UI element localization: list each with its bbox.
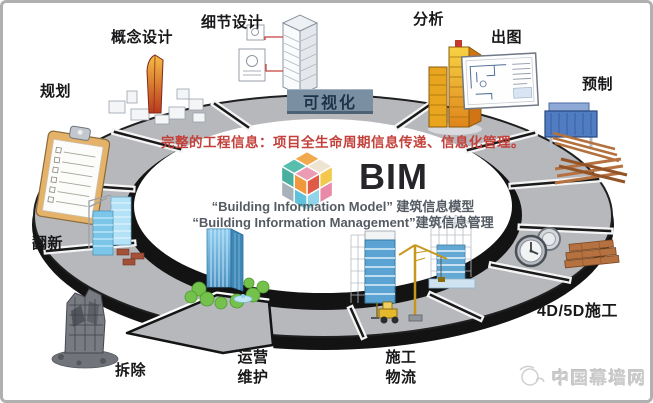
stage-label-concept-design: 概念设计 <box>111 29 174 46</box>
clock-cost-icon <box>514 227 561 268</box>
watermark-logo-icon <box>519 365 545 386</box>
logistics-illustration <box>350 230 448 324</box>
bim-management-line: “Building Information Management”建筑信息管理 <box>192 215 494 230</box>
tower-crane-icon <box>398 244 448 322</box>
stage-label-drawing-output: 出图 <box>491 29 523 46</box>
stage-label-detail-design: 细节设计 <box>201 14 264 31</box>
bim-acronym: BIM <box>359 156 428 197</box>
bim-model-line: “Building Information Model” 建筑信息模型 <box>211 199 475 214</box>
floor-plan-icon <box>460 52 540 110</box>
visualization-banner: 可视化 <box>287 89 373 114</box>
scaffold-building-icon <box>428 214 476 289</box>
stage-label-analysis: 分析 <box>413 11 445 28</box>
stage-label-planning: 规划 <box>40 83 72 100</box>
visualization-banner-label: 可视化 <box>302 94 357 112</box>
stage-label-construction-logistics: 施工 物流 <box>385 349 417 386</box>
demolished-building-icon <box>51 288 119 369</box>
prefab-machine-icon <box>544 102 620 163</box>
detail-building-icon <box>238 14 319 96</box>
project-info-line: 完整的工程信息：项目全生命周期信息传递、信息化管理。 <box>161 135 525 150</box>
stage-label-demolition: 拆除 <box>115 362 147 379</box>
stage-label-4d5d-construction: 4D/5D施工 <box>537 303 618 320</box>
lifecycle-ring <box>32 94 614 350</box>
forklift-icon <box>371 301 399 324</box>
stage-label-prefabrication: 预制 <box>582 76 614 93</box>
bim-lifecycle-illustration <box>32 14 628 369</box>
stage-label-renovation: 翻新 <box>32 235 64 252</box>
renovation-towers-icon <box>88 194 145 266</box>
bim-cube-logo <box>280 150 334 212</box>
fountain-icon <box>233 294 253 303</box>
watermark-text: 中国幕墙网 <box>552 369 647 388</box>
stage-label-operation-maintenance: 运营 维护 <box>237 349 269 386</box>
lumber-stack-icon <box>564 239 620 269</box>
lumber-pile-icon <box>554 157 628 185</box>
concept-city-icon <box>108 54 206 125</box>
office-tower-icon <box>184 228 270 310</box>
